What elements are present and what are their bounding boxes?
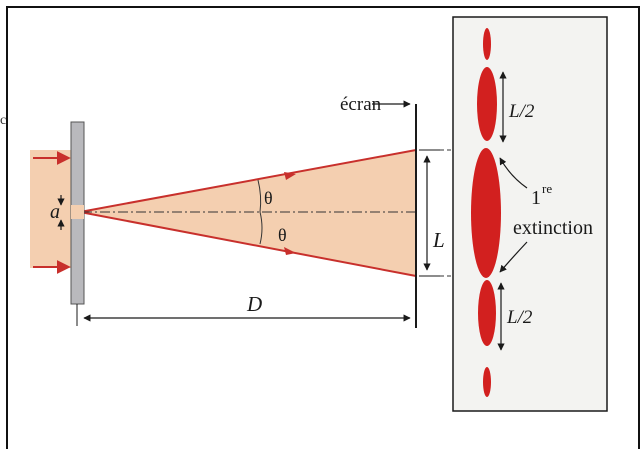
theta-top-label: θ [264,188,273,208]
cone-edge-top [79,149,417,213]
spot-top-small [483,28,491,60]
D-label: D [246,292,262,316]
frame-left-border [6,6,8,449]
ecran-label: écran [340,94,382,115]
angle-arc-bottom [259,211,263,245]
diffraction-cone [80,150,416,276]
L-label: L [432,228,445,252]
spot-central [471,148,501,278]
frame-top-border [6,6,640,8]
frame-right-border [638,6,640,449]
cone-edge-bottom [79,211,417,277]
angle-arc-top [257,179,262,213]
spot-upper [477,67,497,141]
slit-opening [71,205,84,219]
extinction-sup: re [542,181,552,196]
spot-bottom-small [483,367,491,397]
L-half-top-label: L/2 [508,101,535,122]
slit-width-label: a [50,201,60,223]
incident-light-region [30,150,72,268]
theta-bottom-label: θ [278,225,287,245]
cone-arrow-bottom [284,247,296,255]
side-label: c [0,113,7,128]
extinction-word: extinction [513,217,593,239]
spot-lower [478,280,496,346]
extinction-number: 1 [531,187,541,209]
cone-arrow-top [284,172,296,180]
extinction-pointer-bottom [499,241,528,273]
extinction-pointer-top [499,157,528,189]
L-half-bottom-label: L/2 [506,307,533,328]
